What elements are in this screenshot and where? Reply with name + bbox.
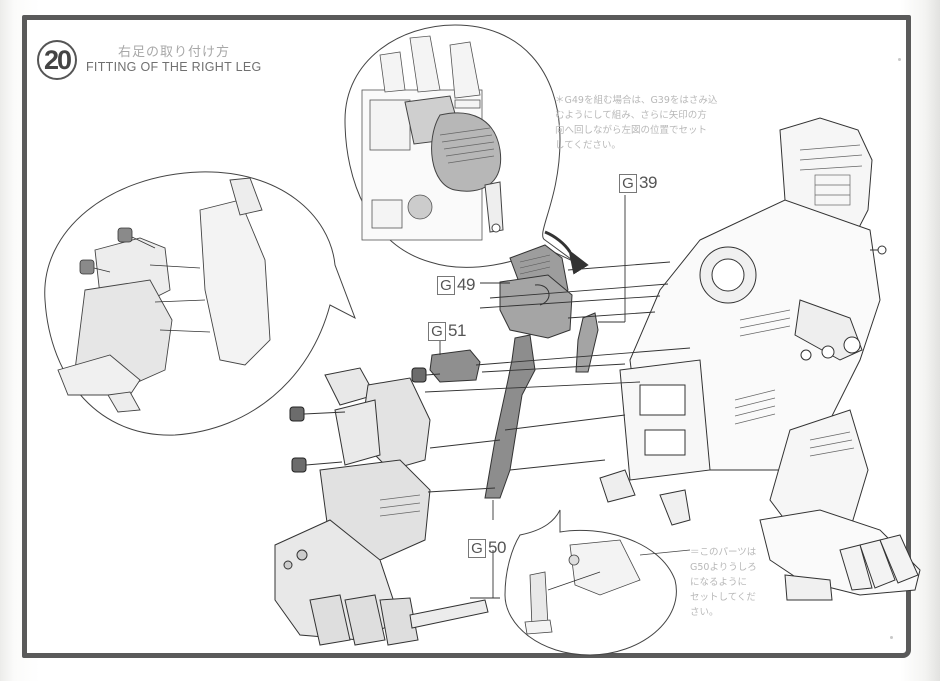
part-label-g50: G 50	[468, 538, 506, 558]
part-number: 51	[448, 321, 466, 340]
part-label-g39: G 39	[619, 173, 657, 193]
part-number: 50	[488, 538, 506, 557]
part-label-g51: G 51	[428, 321, 466, 341]
part-label-g49: G 49	[437, 275, 475, 295]
callout-left-detail	[44, 171, 356, 436]
registration-dot	[890, 636, 893, 639]
callout-bottom-detail	[504, 509, 691, 656]
step-title-japanese: 右足の取り付け方	[118, 45, 231, 60]
loose-parts	[289, 244, 599, 499]
assembly-guide-lines	[303, 195, 691, 599]
step-number-badge: 20	[37, 40, 77, 80]
runner-box: G	[619, 173, 637, 193]
registration-dot	[898, 58, 901, 61]
exploded-right-leg	[274, 367, 489, 646]
runner-box: G	[437, 275, 455, 295]
part-number: 49	[457, 275, 475, 294]
runner-box: G	[428, 321, 446, 341]
callout-top-detail	[344, 24, 576, 268]
part-number: 39	[639, 173, 657, 192]
runner-box: G	[468, 538, 486, 558]
step-title-english: FITTING OF THE RIGHT LEG	[86, 60, 262, 74]
assembly-note-top: ＊G49を組む場合は、G39をはさみ込 むようにして組み、さらに矢印の方 向へ回…	[555, 95, 718, 151]
assembly-note-bottom: ＝このパーツは G50よりうしろ になるように セットしてくだ さい。	[690, 547, 757, 618]
zoid-main-body	[544, 117, 921, 601]
